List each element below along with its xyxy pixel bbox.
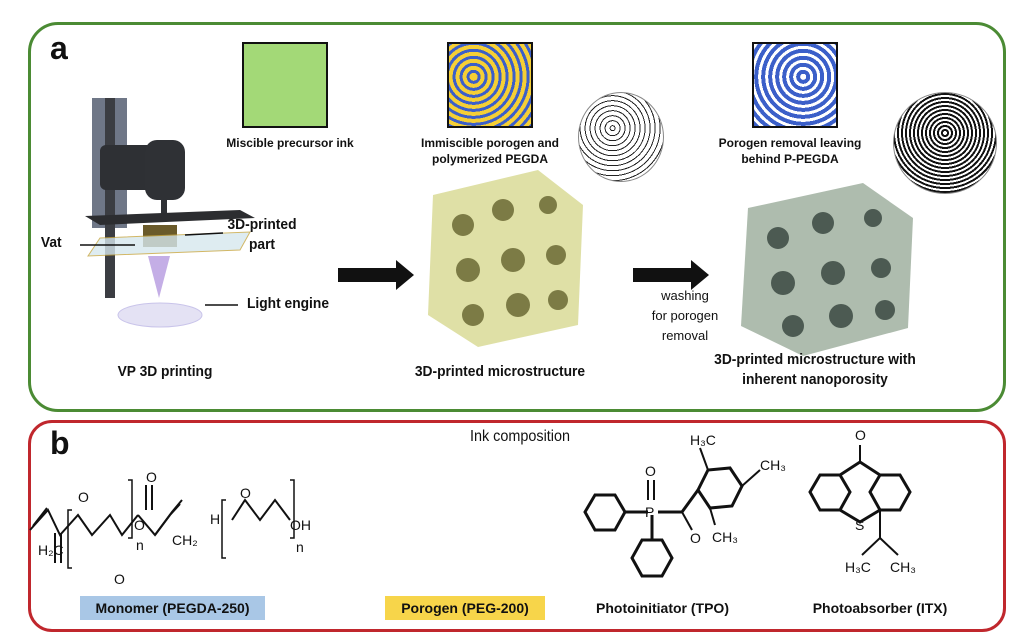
p-pegda-swatch <box>752 42 838 128</box>
precursor-ink-label: Miscible precursor ink <box>226 136 354 150</box>
process-arrow-2 <box>633 260 709 290</box>
atom: H₃C <box>690 432 716 448</box>
vp-printing-label: VP 3D printing <box>117 363 213 380</box>
atom: H₃C <box>845 559 871 575</box>
monomer-label: Monomer (PEGDA-250) <box>80 596 265 620</box>
nanoporosity-label-line1: 3D-printed microstructure with <box>714 351 916 368</box>
atom: S <box>855 517 864 533</box>
atom: n <box>136 537 144 553</box>
panel-b <box>28 420 1006 632</box>
microstructure-label: 3D-printed microstructure <box>414 363 586 380</box>
atom: O <box>645 463 656 479</box>
p-pegda-label-line2: behind P-PEGDA <box>741 152 839 166</box>
washing-label-line1: washing <box>661 288 709 303</box>
part-label-line2: part <box>248 236 276 253</box>
nanoporosity-zoom-circle <box>893 92 997 194</box>
microstructure-zoom-circle <box>578 92 664 182</box>
atom: O <box>146 469 157 485</box>
porogen-pegda-label-line2: polymerized PEGDA <box>431 152 549 166</box>
washing-label-line2: for porogen removal <box>651 308 719 343</box>
process-arrow-1 <box>338 260 414 290</box>
grey-nanoporous-microstructure <box>741 183 913 356</box>
pegda-structure: H₂C O O O O n CH₂ <box>29 469 198 587</box>
atom: O <box>114 571 125 587</box>
photoabsorber-label: Photoabsorber (ITX) <box>812 600 948 616</box>
chemical-structures: H₂C O O O O n CH₂ H O OH n <box>29 427 916 587</box>
atom: O <box>690 530 701 546</box>
panel-a-letter: a <box>50 30 68 66</box>
nanoporosity-label-line2: inherent nanoporosity <box>742 371 888 388</box>
atom: n <box>296 539 304 555</box>
atom: OH <box>290 517 311 533</box>
atom: O <box>240 485 251 501</box>
porogen-label: Porogen (PEG-200) <box>385 596 545 620</box>
atom: H₂C <box>38 542 64 558</box>
washing-label: washing for porogen removal <box>630 286 740 346</box>
ink-composition-title: Ink composition <box>469 428 571 445</box>
peg-structure: H O OH n <box>210 479 311 559</box>
atom: CH₃ <box>712 529 738 545</box>
porogen-pegda-swatch <box>447 42 533 128</box>
p-pegda-label-line1: Porogen removal leaving <box>718 136 862 150</box>
panel-b-letter: b <box>50 425 70 461</box>
photoinitiator-label: Photoinitiator (TPO) <box>596 600 729 616</box>
part-label-line1: 3D-printed <box>227 216 297 233</box>
vp-printer-illustration <box>80 98 255 328</box>
atom: P <box>645 504 654 520</box>
tpo-structure: P O O H₃C CH₃ CH₃ <box>583 432 786 578</box>
atom: H <box>210 511 220 527</box>
atom: CH₂ <box>172 532 198 548</box>
precursor-ink-swatch <box>242 42 328 128</box>
yellow-microstructure <box>428 170 583 347</box>
atom: O <box>134 517 145 533</box>
porogen-pegda-label-line1: Immiscible porogen and <box>420 136 560 150</box>
atom: O <box>78 489 89 505</box>
vat-label: Vat <box>40 234 62 251</box>
atom: CH₃ <box>760 457 786 473</box>
atom: O <box>855 427 866 443</box>
panel-a <box>28 22 1006 412</box>
atom: CH₃ <box>890 559 916 575</box>
light-engine-label: Light engine <box>246 295 330 312</box>
itx-structure: O S H₃C CH₃ <box>808 427 916 575</box>
